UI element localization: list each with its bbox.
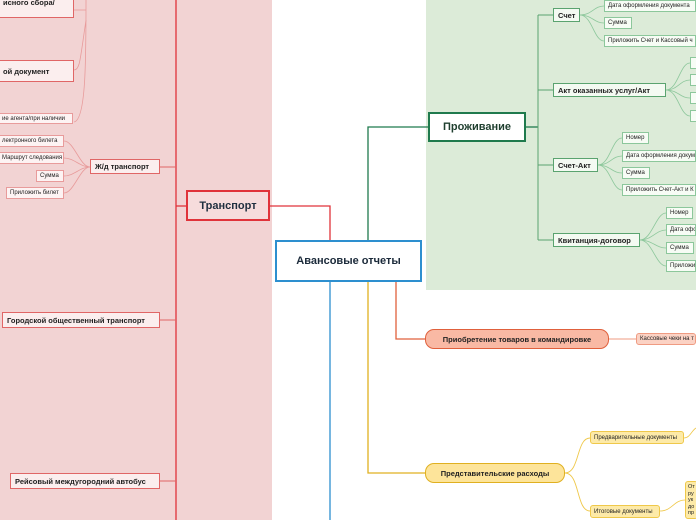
entertainment-node[interactable]: Представительские расходы xyxy=(425,463,565,483)
rail-item-ticket[interactable]: лектронного билета xyxy=(0,135,64,147)
invoice-act-item-attach[interactable]: Приложить Счет-Акт и К xyxy=(622,184,696,196)
receipt-node[interactable]: Квитанция-договор xyxy=(553,233,640,247)
invoice-item-date[interactable]: Дата оформления документа xyxy=(604,0,696,12)
city-transport-node[interactable]: Городской общественный транспорт xyxy=(2,312,160,328)
transport-partial-doc-node[interactable]: ой документ xyxy=(0,60,74,82)
invoice-act-item-date[interactable]: Дата оформления докум xyxy=(622,150,696,162)
invoice-act-node[interactable]: Счет-Акт xyxy=(553,158,598,172)
living-node[interactable]: Проживание xyxy=(428,112,526,142)
root-node[interactable]: Авансовые отчеты xyxy=(275,240,422,282)
receipt-item-date[interactable]: Дата офо xyxy=(666,224,696,236)
transport-partial-agent-node[interactable]: ие агента/при наличии xyxy=(0,113,73,124)
act-node[interactable]: Акт оказанных услуг/Акт xyxy=(553,83,666,97)
rail-item-sum[interactable]: Сумма xyxy=(36,170,64,182)
act-item-1[interactable] xyxy=(690,57,696,69)
entertainment-prelim-node[interactable]: Предварительные документы xyxy=(590,431,684,444)
act-item-2[interactable] xyxy=(690,74,696,86)
bus-node[interactable]: Рейсовый междугородний автобус xyxy=(10,473,160,489)
act-item-3[interactable] xyxy=(690,92,696,104)
entertainment-note-node[interactable]: От ру ук до пр xyxy=(685,481,696,519)
receipt-item-attach[interactable]: Приложи xyxy=(666,260,696,272)
rail-item-route[interactable]: Маршрут следования xyxy=(0,152,64,164)
receipt-item-sum[interactable]: Сумма xyxy=(666,242,694,254)
invoice-act-item-number[interactable]: Номер xyxy=(622,132,649,144)
rail-item-attach[interactable]: Приложить билет xyxy=(6,187,64,199)
receipt-item-number[interactable]: Номер xyxy=(666,207,693,219)
transport-node[interactable]: Транспорт xyxy=(186,190,270,221)
act-item-4[interactable] xyxy=(690,110,696,122)
invoice-node[interactable]: Счет xyxy=(553,8,580,22)
transport-partial-top-node[interactable]: исного сбора/ xyxy=(0,0,74,18)
invoice-item-sum[interactable]: Сумма xyxy=(604,17,632,29)
entertainment-final-node[interactable]: Итоговые документы xyxy=(590,505,660,518)
invoice-item-attach[interactable]: Приложить Счет и Кассовый ч xyxy=(604,35,696,47)
goods-node[interactable]: Приобретение товаров в командировке xyxy=(425,329,609,349)
rail-node[interactable]: Ж/д транспорт xyxy=(90,159,160,174)
invoice-act-item-sum[interactable]: Сумма xyxy=(622,167,650,179)
transport-section-background xyxy=(0,0,272,520)
goods-item-receipts[interactable]: Кассовые чеки на т xyxy=(636,333,696,345)
